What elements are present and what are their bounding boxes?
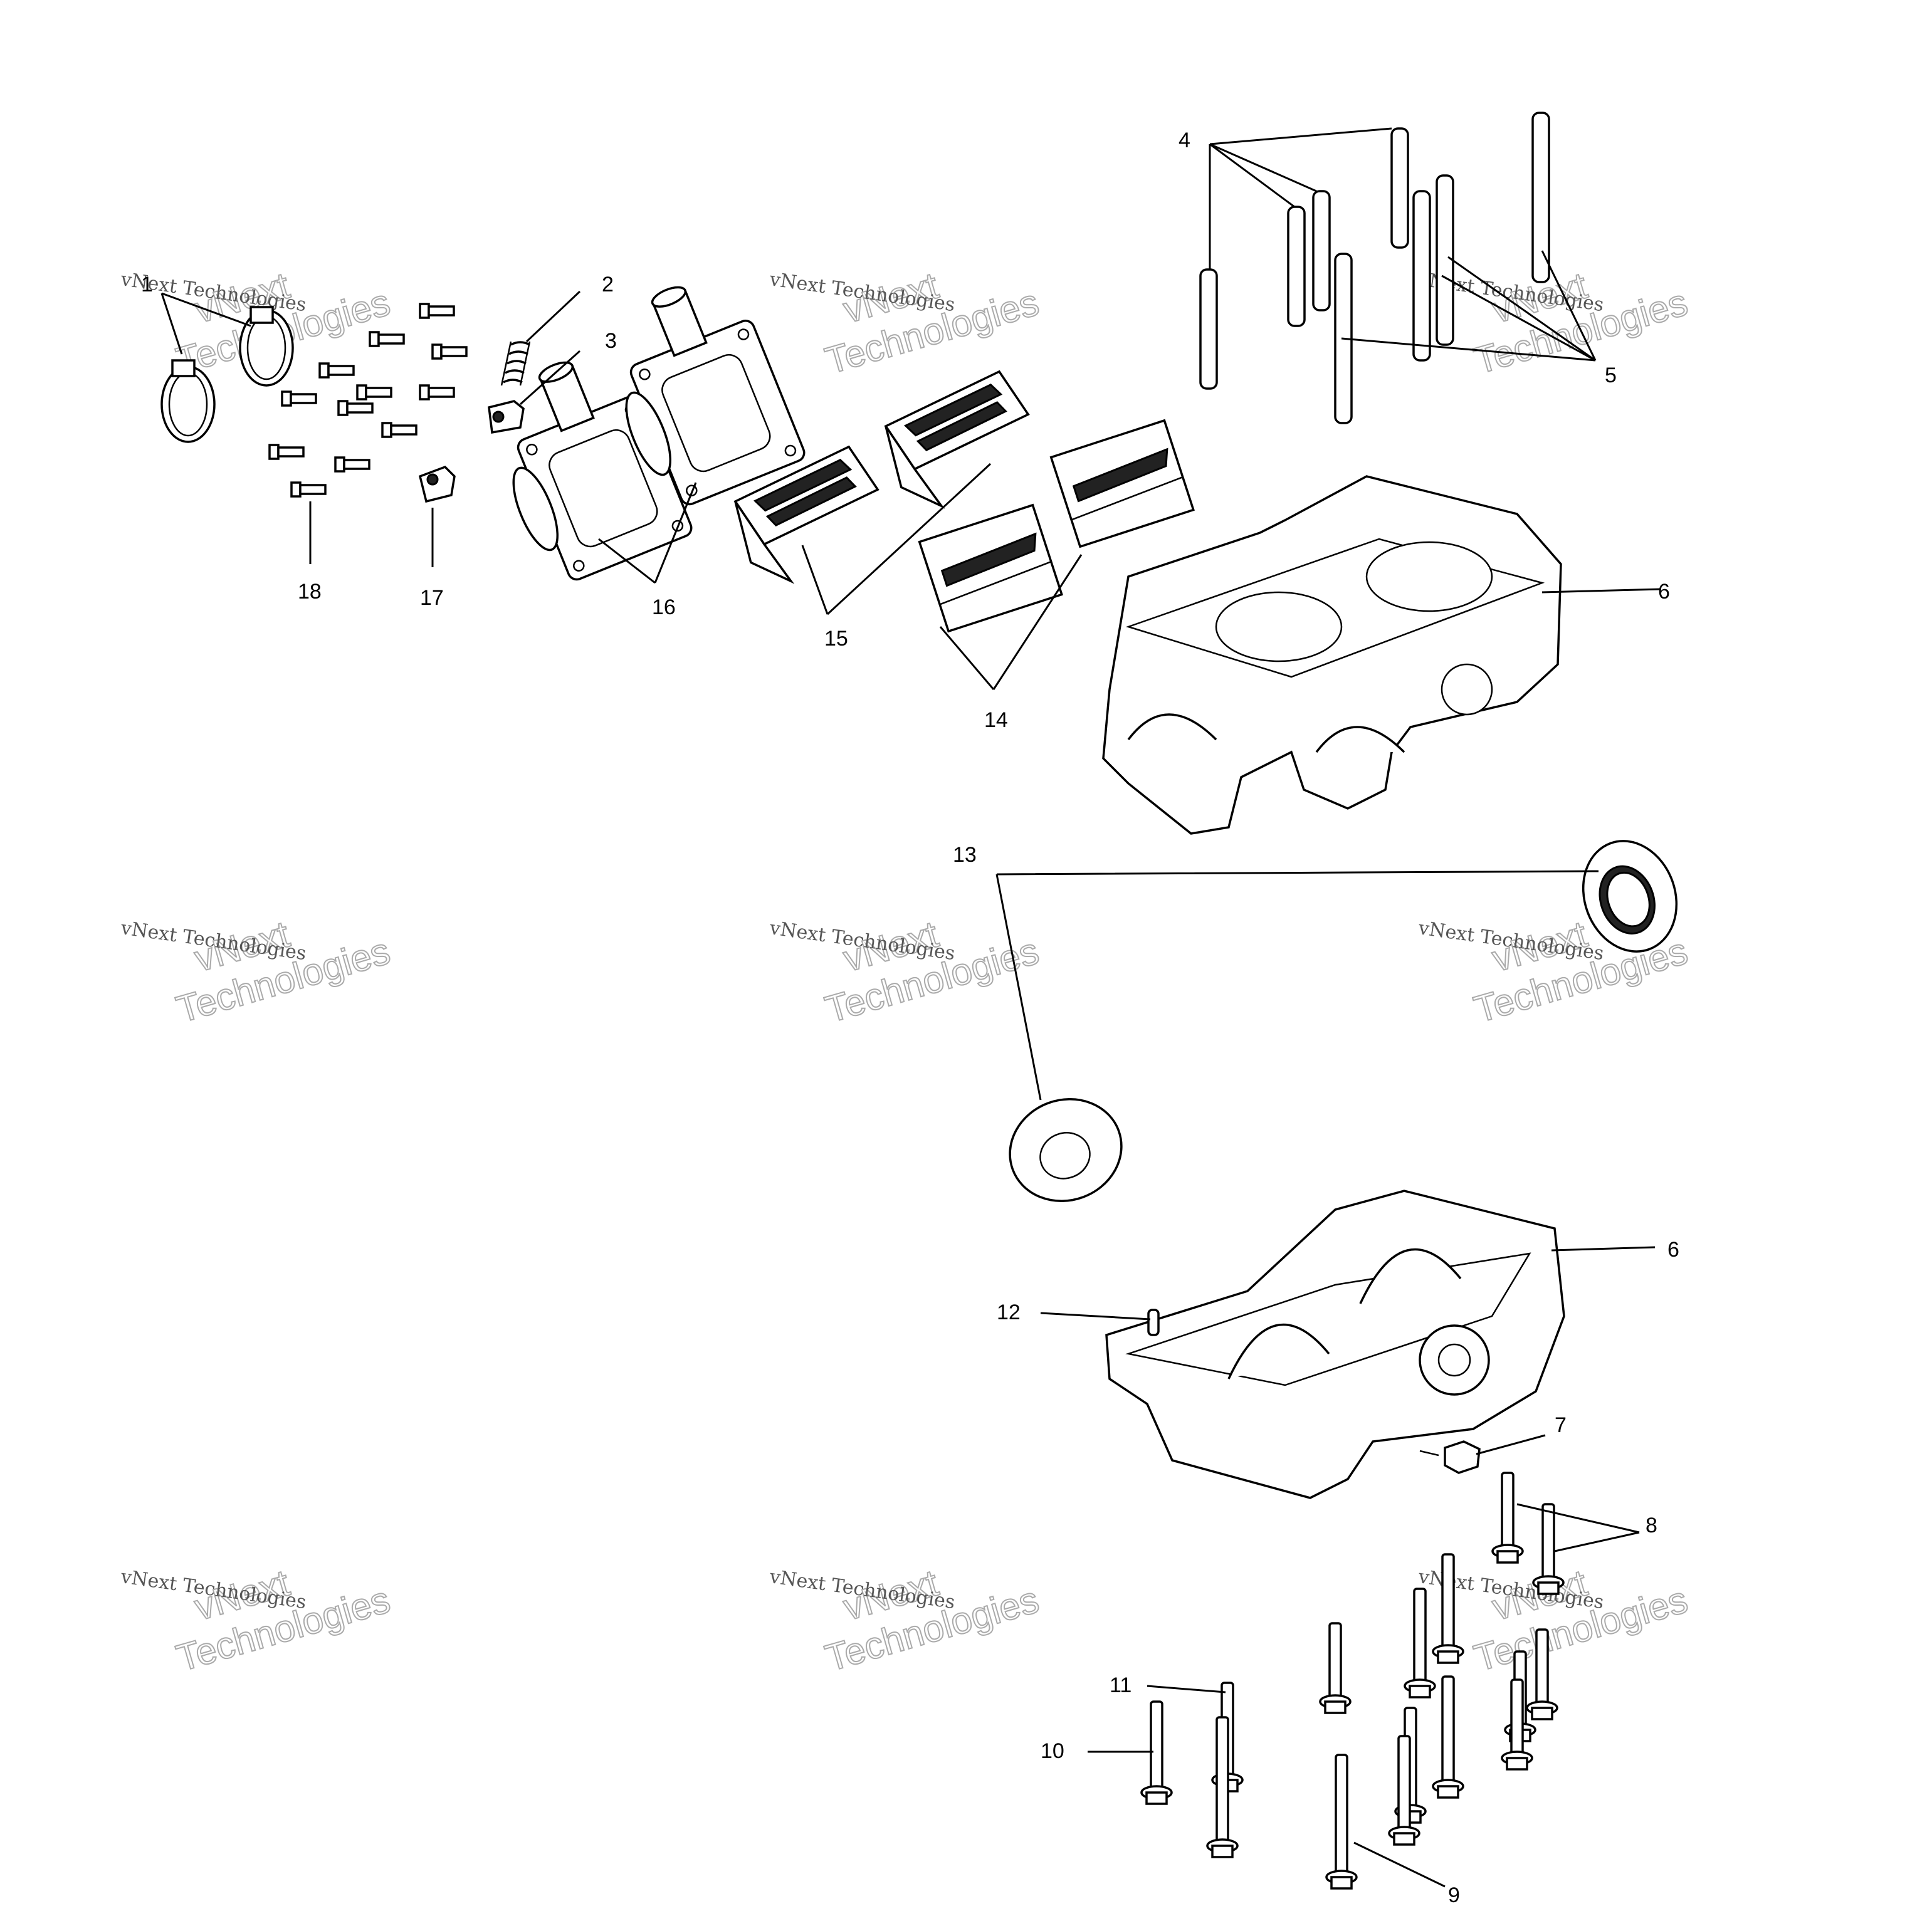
part-9-bolts [1319,1553,1558,1890]
callout-5: 5 [1605,364,1617,387]
watermark: vNext Technologies vNext Technologies [768,1561,1044,1680]
part-12-dowel-pin [1147,1309,1160,1336]
leader-lines [160,127,1662,1888]
part-17-clip [418,465,456,503]
callout-14: 14 [984,708,1008,732]
callout-9: 9 [1448,1883,1460,1907]
part-10-bolt [1140,1700,1173,1805]
callout-16: 16 [652,595,676,619]
part-16-carburetor-flanges [512,286,806,581]
callout-6-lower: 6 [1667,1238,1679,1262]
watermark: vNext Technologies vNext Technologies [1417,263,1693,382]
part-15-reed-valves [733,370,1030,584]
callout-11: 11 [1110,1673,1131,1697]
watermark: vNext Technologies vNext Technologies [768,263,1044,382]
callout-labels: 1 2 3 4 5 6 6 7 8 9 10 11 12 13 14 15 16… [141,128,1679,1907]
watermark: vNext Technologies vNext Technologies [119,912,396,1031]
callout-13: 13 [953,843,977,867]
callout-8: 8 [1646,1514,1657,1537]
callout-18: 18 [298,580,322,604]
watermark: vNext Technologies vNext Technologies [119,1561,396,1680]
part-1-hose-clamps [160,306,294,443]
part-4-studs [1199,127,1409,390]
part-6-upper-crankcase [1102,475,1562,835]
callout-4: 4 [1179,128,1190,152]
callout-7: 7 [1555,1413,1567,1437]
part-2-spring [500,341,531,386]
callout-17: 17 [420,586,444,610]
part-11-bolts [1206,1682,1244,1858]
callout-1: 1 [141,273,153,296]
part-18-bolts [268,303,468,498]
part-3-clip [488,400,525,434]
callout-6-upper: 6 [1658,580,1670,604]
callout-2: 2 [602,273,614,296]
part-13-seals [1009,840,1678,1202]
callout-3: 3 [605,329,617,353]
part-14-reed-cages [918,419,1195,633]
part-6-lower-crankcase [1105,1190,1565,1499]
part-8-bolts [1491,1472,1565,1595]
callout-10: 10 [1041,1739,1064,1763]
callout-15: 15 [824,627,848,651]
part-5-studs [1334,112,1550,424]
callout-12: 12 [997,1301,1021,1324]
part-7-drain-plug [1419,1440,1481,1474]
watermark: vNext Technologies vNext Technologies [768,912,1044,1031]
